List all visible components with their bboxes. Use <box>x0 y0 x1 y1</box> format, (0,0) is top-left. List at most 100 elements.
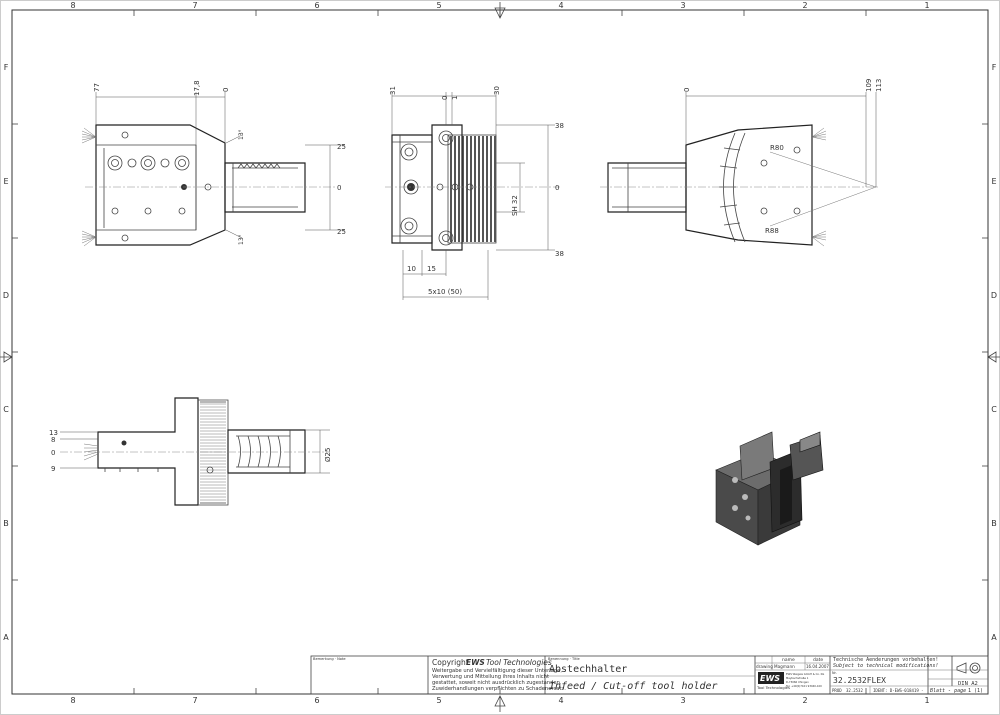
title-en: Infeed / Cut-off tool holder <box>549 681 718 692</box>
hatch-stripe <box>494 136 496 242</box>
hatch-stripe <box>486 136 488 242</box>
hatch-stripe <box>474 136 476 242</box>
dim-15: 15 <box>427 265 436 273</box>
zone-col-6-top: 6 <box>314 1 319 10</box>
col-date: date <box>813 657 823 663</box>
sheet-value: 1 (1) <box>968 688 983 694</box>
zone-col-3-bottom: 3 <box>680 696 685 705</box>
center-mark-left <box>0 351 13 363</box>
center-mark-bottom <box>494 695 506 712</box>
zone-col-6-bottom: 6 <box>314 696 319 705</box>
top-view <box>60 397 330 506</box>
dim-30: 30 <box>493 86 501 95</box>
dim-25-top: 25 <box>337 143 346 151</box>
copyright-line-1: Weitergabe und Vervielfältigung dieser U… <box>432 668 562 674</box>
copyright-brand: EWS <box>466 658 485 667</box>
zone-row-A-right: A <box>991 633 997 642</box>
dim-10: 10 <box>407 265 416 273</box>
angle-13-bottom: 13° <box>238 234 245 245</box>
zone-row-F-right: F <box>992 63 997 72</box>
hatch-stripe <box>454 136 456 242</box>
hatch-stripe <box>458 136 460 242</box>
note-de: Technische Aenderungen vorbehalten! <box>833 657 938 663</box>
zone-col-4-top: 4 <box>558 1 563 10</box>
zone-col-5-top: 5 <box>436 1 441 10</box>
drawer-name: Magmann <box>774 664 795 669</box>
prod-label: PROD <box>832 688 842 693</box>
zone-row-B-left: B <box>3 519 9 528</box>
dim-0-top-view: 0 <box>51 449 55 457</box>
prod-value: 32.2532 <box>846 688 863 693</box>
dim-38-top: 38 <box>555 122 564 130</box>
hatch-stripe <box>482 136 484 242</box>
company-line-1: EWS Weigele GmbH & Co. KG <box>786 672 824 676</box>
col-name: name <box>782 658 795 663</box>
dim-0-back: 0 <box>683 88 691 92</box>
zone-row-B-right: B <box>991 519 997 528</box>
zone-col-8-bottom: 8 <box>70 696 75 705</box>
dim-38-bottom: 38 <box>555 250 564 258</box>
dim-0-front: 0 <box>222 88 230 92</box>
radius-r88: R88 <box>765 227 779 235</box>
dim-0-side-center: 0 <box>555 184 559 192</box>
zone-col-1-bottom: 1 <box>924 696 929 705</box>
zone-row-A-left: A <box>3 633 9 642</box>
ews-logo-sub: Tool Technologies <box>756 685 790 690</box>
zone-row-C-left: C <box>3 405 9 414</box>
dim-8: 8 <box>51 436 55 444</box>
hatch-stripe <box>466 136 468 242</box>
radius-r80: R80 <box>770 144 784 152</box>
copyright-line-4: Zuwiderhandlungen verpflichten zu Schade… <box>432 686 566 692</box>
part-label: Nr. <box>832 671 837 675</box>
note-en: Subject to technical modifications! <box>833 663 938 669</box>
dim-sh32: SH 32 <box>511 195 519 216</box>
dim-0-center: 0 <box>337 184 341 192</box>
title-de: Abstechhalter <box>549 664 627 675</box>
company-line-3: D-73066 Uhingen <box>786 680 809 684</box>
zone-row-F-left: F <box>4 63 9 72</box>
dim-77: 77 <box>93 83 101 92</box>
dim-5x10: 5x10 (50) <box>428 288 462 296</box>
side-view <box>385 92 560 300</box>
dim-25-bottom: 25 <box>337 228 346 236</box>
zone-col-4-bottom: 4 <box>558 696 563 705</box>
ews-logo: EWS <box>760 674 780 683</box>
zone-col-2-bottom: 2 <box>802 696 807 705</box>
part-number: 32.2532FLEX <box>833 676 886 685</box>
format-din-a2: DIN A2 <box>958 681 978 687</box>
back-view <box>600 92 880 247</box>
zone-col-1-top: 1 <box>924 1 929 10</box>
zone-row-D-left: D <box>3 291 9 300</box>
zone-row-E-left: E <box>3 177 8 186</box>
center-mark-top <box>494 2 506 19</box>
isometric-view <box>715 431 824 546</box>
dim-13-top: 13 <box>49 429 58 437</box>
hatch-stripe <box>490 136 492 242</box>
copyright-line-3: gestattet, soweit nicht ausdrücklich zug… <box>432 680 562 686</box>
hatch-stripe <box>462 136 464 242</box>
center-mark-right <box>987 351 1000 363</box>
dim-113: 113 <box>875 79 883 92</box>
dim-31: 31 <box>389 86 397 95</box>
zone-column-labels-bottom: 8 7 6 5 4 3 2 1 <box>70 688 930 705</box>
row-drawing: drawing <box>756 664 773 669</box>
company-line-2: Maybachstraße 1 <box>786 676 809 680</box>
drawer-date: 16.04.2007 <box>806 664 829 669</box>
company-line-4: Tel. +49(0)7161 93040-100 <box>786 684 822 688</box>
hatch-stripe <box>478 136 480 242</box>
dim-1: 1 <box>451 96 459 100</box>
zone-col-7-bottom: 7 <box>192 696 197 705</box>
zone-row-E-right: E <box>991 177 996 186</box>
sheet-label: Blatt - page <box>930 688 966 694</box>
title-label: Benennung · Title <box>548 657 580 661</box>
zone-col-3-top: 3 <box>680 1 685 10</box>
copyright-brand-suffix: Tool Technologies <box>486 658 552 667</box>
dim-0-side: 0 <box>441 96 449 100</box>
ident: IDENT: D-EWS-018419 - <box>873 688 924 693</box>
remark-label: Bemerkung · Note <box>313 657 346 661</box>
zone-col-5-bottom: 5 <box>436 696 441 705</box>
zone-row-D-right: D <box>991 291 997 300</box>
